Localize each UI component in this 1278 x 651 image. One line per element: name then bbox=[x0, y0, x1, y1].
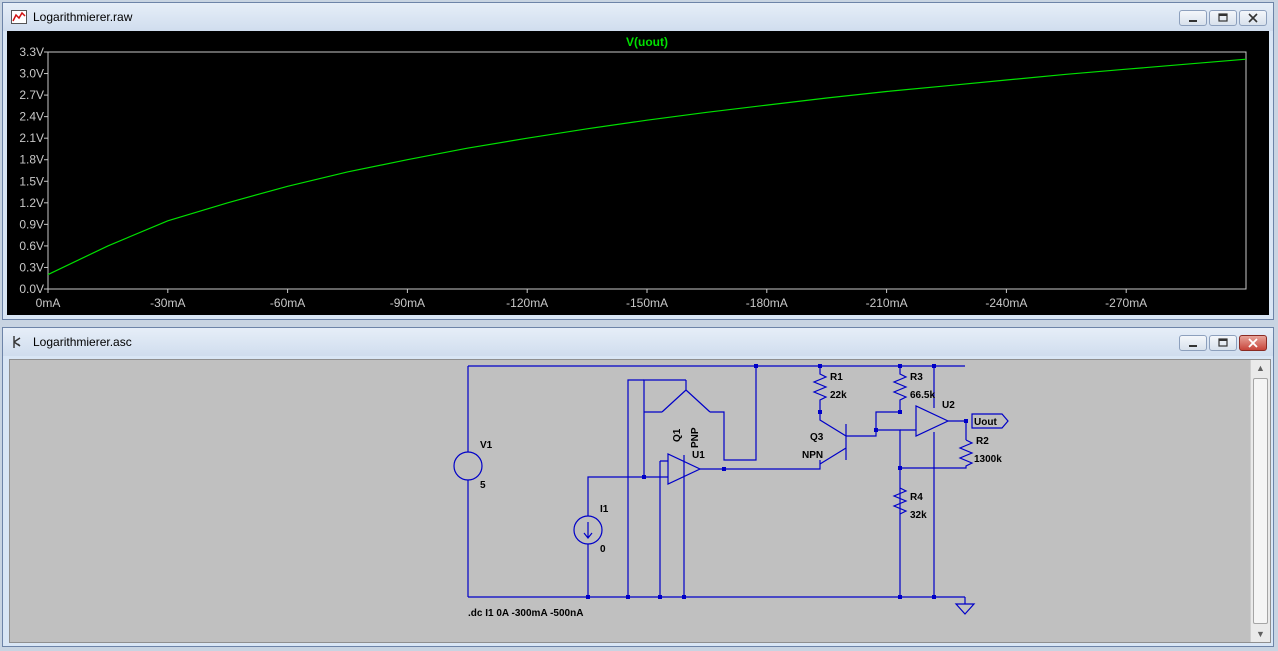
r1-name[interactable]: R1 bbox=[830, 372, 843, 383]
waveform-window-title: Logarithmierer.raw bbox=[33, 10, 133, 24]
restore-icon bbox=[1218, 13, 1228, 22]
r2-value[interactable]: 1300k bbox=[974, 454, 1002, 465]
scroll-up-arrow-icon[interactable]: ▲ bbox=[1256, 363, 1265, 373]
r4-value[interactable]: 32k bbox=[910, 510, 927, 521]
q3-type[interactable]: NPN bbox=[802, 450, 823, 461]
u1-input-wires[interactable] bbox=[643, 379, 686, 478]
scroll-down-arrow-icon[interactable]: ▼ bbox=[1256, 629, 1265, 639]
scrollbar-thumb[interactable] bbox=[1253, 378, 1268, 624]
resistor-r2[interactable] bbox=[900, 439, 974, 469]
i1-top-wire[interactable] bbox=[587, 476, 644, 516]
x-tick-label: -150mA bbox=[626, 296, 668, 310]
minimize-button[interactable] bbox=[1179, 335, 1207, 351]
junction-dots bbox=[586, 364, 968, 599]
y-tick-label: 0.6V bbox=[19, 239, 44, 253]
plot-area-frame bbox=[47, 51, 1247, 290]
minimize-button[interactable] bbox=[1179, 10, 1207, 26]
y-tick-label: 1.5V bbox=[19, 174, 44, 188]
schematic-drawing[interactable]: V1 5 I1 0 Q1 PNP U1 R1 22k Q3 NPN R3 66.… bbox=[10, 360, 1251, 642]
close-button[interactable] bbox=[1239, 10, 1267, 26]
x-tick-label: -120mA bbox=[506, 296, 548, 310]
resistor-r4[interactable] bbox=[892, 487, 908, 515]
close-icon bbox=[1248, 338, 1258, 348]
minimize-icon bbox=[1189, 345, 1197, 347]
x-tick-label: -90mA bbox=[390, 296, 425, 310]
x-tick-label: -30mA bbox=[150, 296, 185, 310]
uout-label[interactable]: Uout bbox=[974, 417, 997, 428]
u2-wires[interactable] bbox=[900, 366, 967, 597]
q1-name[interactable]: Q1 bbox=[672, 428, 683, 442]
schematic-window: Logarithmierer.asc bbox=[2, 327, 1274, 647]
current-source-i1[interactable] bbox=[573, 515, 603, 545]
restore-button[interactable] bbox=[1209, 10, 1237, 26]
trace-v-uout bbox=[47, 58, 1247, 276]
x-tick-label: -180mA bbox=[746, 296, 788, 310]
y-tick-label: 3.0V bbox=[19, 67, 44, 81]
resistor-r3[interactable] bbox=[875, 366, 908, 597]
y-tick-label: 2.1V bbox=[19, 131, 44, 145]
y-tick-label: 2.7V bbox=[19, 88, 44, 102]
plot-pane[interactable]: V(uout) 3.3V 3.0V 2.7V 2.4V 2.1V 1.8V 1.5V 1.2V… bbox=[7, 31, 1269, 315]
waveform-app-icon bbox=[11, 10, 27, 24]
waveform-plot[interactable]: V(uout) 3.3V 3.0V 2.7V 2.4V 2.1V 1.8V 1.5V 1.2V… bbox=[7, 31, 1269, 315]
voltage-source-v1[interactable] bbox=[453, 451, 483, 481]
close-button[interactable] bbox=[1239, 335, 1267, 351]
transistor-q1[interactable] bbox=[644, 366, 757, 461]
i1-name[interactable]: I1 bbox=[600, 504, 609, 515]
uout-net-flag[interactable] bbox=[971, 413, 1009, 429]
x-tick-label: -240mA bbox=[985, 296, 1027, 310]
i1-value[interactable]: 0 bbox=[600, 544, 606, 555]
schematic-app-icon bbox=[13, 336, 21, 348]
restore-button[interactable] bbox=[1209, 335, 1237, 351]
close-icon bbox=[1248, 13, 1258, 23]
v1-name[interactable]: V1 bbox=[480, 440, 493, 451]
ground-icon bbox=[954, 597, 976, 615]
r3-name[interactable]: R3 bbox=[910, 372, 923, 383]
y-tick-label: 3.3V bbox=[19, 45, 44, 59]
minimize-icon bbox=[1189, 20, 1197, 22]
r4-name[interactable]: R4 bbox=[910, 492, 923, 503]
i1-arrow-icon bbox=[583, 522, 593, 539]
y-tick-label: 1.8V bbox=[19, 153, 44, 167]
u1-supply-wires[interactable] bbox=[627, 379, 685, 597]
r2-name[interactable]: R2 bbox=[976, 436, 989, 447]
u1-plus-wire[interactable] bbox=[659, 460, 668, 597]
opamp-u2[interactable] bbox=[915, 405, 950, 437]
y-tick-label: 0.9V bbox=[19, 217, 44, 231]
u2-name[interactable]: U2 bbox=[942, 400, 955, 411]
waveform-window: Logarithmierer.raw V(uout) 3.3V 3.0V 2.7V 2… bbox=[2, 2, 1274, 320]
trace-title: V(uout) bbox=[626, 35, 668, 49]
x-tick-label: 0mA bbox=[36, 296, 61, 310]
v1-value[interactable]: 5 bbox=[480, 480, 486, 491]
schematic-canvas[interactable]: V1 5 I1 0 Q1 PNP U1 R1 22k Q3 NPN R3 66.… bbox=[9, 359, 1271, 643]
x-tick-label: -210mA bbox=[866, 296, 908, 310]
x-tick-label: -270mA bbox=[1105, 296, 1147, 310]
y-tick-label: 1.2V bbox=[19, 196, 44, 210]
x-tick-label: -60mA bbox=[270, 296, 305, 310]
r1-value[interactable]: 22k bbox=[830, 390, 847, 401]
resistor-r1[interactable] bbox=[812, 366, 828, 412]
u1-name[interactable]: U1 bbox=[692, 450, 705, 461]
schematic-titlebar[interactable]: Logarithmierer.asc bbox=[3, 328, 1273, 356]
waveform-titlebar[interactable]: Logarithmierer.raw bbox=[3, 3, 1273, 31]
restore-icon bbox=[1218, 338, 1228, 347]
schematic-vertical-scrollbar[interactable]: ▲ ▼ bbox=[1250, 360, 1270, 642]
r3-value[interactable]: 66.5k bbox=[910, 390, 935, 401]
y-tick-label: 0.0V bbox=[19, 282, 44, 296]
dc-directive[interactable]: .dc I1 0A -300mA -500nA bbox=[468, 608, 583, 619]
q3-name[interactable]: Q3 bbox=[810, 432, 824, 443]
transistor-q3[interactable] bbox=[819, 412, 877, 465]
y-tick-label: 2.4V bbox=[19, 110, 44, 124]
u1-output-wire[interactable] bbox=[700, 460, 821, 470]
q1-type[interactable]: PNP bbox=[690, 427, 701, 448]
schematic-window-title: Logarithmierer.asc bbox=[33, 335, 132, 349]
y-tick-label: 0.3V bbox=[19, 260, 44, 274]
